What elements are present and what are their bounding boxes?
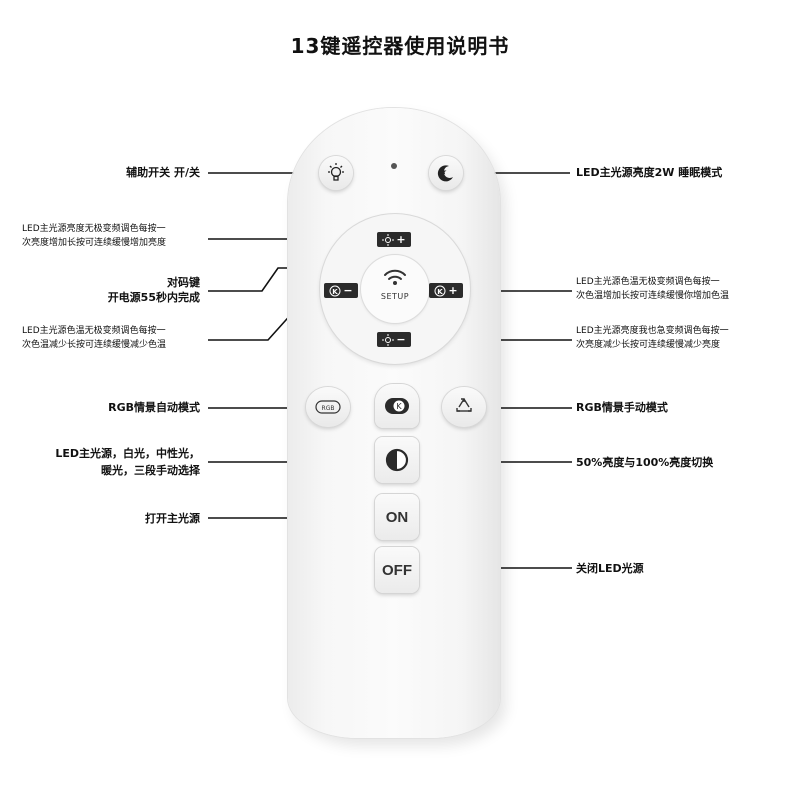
label-main-on: 打开主光源 (145, 512, 200, 525)
brightness-up-button[interactable]: + (377, 232, 411, 247)
rgb-auto-button[interactable]: RGB (306, 387, 350, 427)
label-ct-down-1: LED主光源色温无极变频调色每按一 (22, 326, 166, 336)
label-led-off: 关闭LED光源 (576, 562, 644, 575)
svg-text:K: K (396, 402, 402, 411)
label-led-mode-2: 暖光，三段手动选择 (101, 464, 200, 477)
k-plus-icon: K (434, 285, 446, 296)
label-ct-up-2: 次色温增加长按可连续缓慢你增加色温 (576, 291, 730, 301)
rgb-text: RGB (322, 405, 335, 412)
on-label: ON (385, 508, 409, 526)
brightness-down-button[interactable]: − (377, 332, 411, 347)
color-temp-up-button[interactable]: K+ (429, 283, 463, 298)
label-ct-down-2: 次色温减少长按可连续缓慢减少色温 (22, 340, 167, 350)
indicator-led (391, 163, 397, 169)
page-title: 13键遥控器使用说明书 (290, 34, 510, 58)
led-mode-button[interactable]: K (375, 384, 419, 428)
label-pair-key-1: 对码键 (167, 276, 200, 289)
aux-switch-button[interactable] (319, 156, 353, 190)
label-led-mode-1: LED主光源，白光，中性光， (55, 447, 200, 460)
label-brightness-up-2: 次亮度增加长按可连续缓慢增加亮度 (22, 238, 167, 248)
setup-button[interactable] (361, 255, 429, 323)
svg-text:K: K (333, 288, 339, 296)
sun-plus-icon (382, 233, 395, 246)
label-brightness-up-1: LED主光源亮度无极变频调色每按一 (22, 224, 166, 234)
label-brightness-down-2: 次亮度减少长按可连续缓慢减少亮度 (576, 340, 721, 350)
color-temp-down-button[interactable]: K− (324, 283, 358, 298)
label-sleep-mode: LED主光源亮度2W 睡眠模式 (576, 166, 723, 179)
svg-text:K: K (438, 288, 444, 296)
label-half-full: 50%亮度与100%亮度切换 (576, 456, 714, 469)
sun-minus-icon (382, 333, 395, 346)
off-button[interactable]: OFF (375, 547, 419, 593)
label-aux-switch: 辅助开关 开/关 (126, 166, 200, 179)
on-button[interactable]: ON (375, 494, 419, 540)
off-label: OFF (382, 561, 412, 579)
setup-label: SETUP (380, 292, 410, 301)
recycle-icon (456, 398, 472, 412)
rgb-cycle-icon: RGB (315, 400, 341, 414)
label-pair-key-2: 开电源55秒内完成 (107, 291, 200, 304)
sleep-mode-button[interactable] (429, 156, 463, 190)
wifi-icon (384, 269, 406, 285)
half-full-toggle-button[interactable] (375, 437, 419, 483)
moon-star-icon (437, 165, 453, 182)
label-brightness-down-1: LED主光源亮度我也急变频调色每按一 (576, 326, 729, 336)
label-rgb-manual: RGB情景手动模式 (576, 401, 668, 414)
label-ct-up-1: LED主光源色温无极变频调色每按一 (576, 277, 720, 287)
bulb-icon (328, 163, 344, 181)
rgb-manual-button[interactable] (442, 387, 486, 427)
k-circle-icon: K (385, 398, 409, 414)
k-minus-icon: K (329, 285, 341, 296)
half-circle-icon (385, 448, 409, 472)
label-rgb-auto: RGB情景自动模式 (108, 401, 200, 414)
